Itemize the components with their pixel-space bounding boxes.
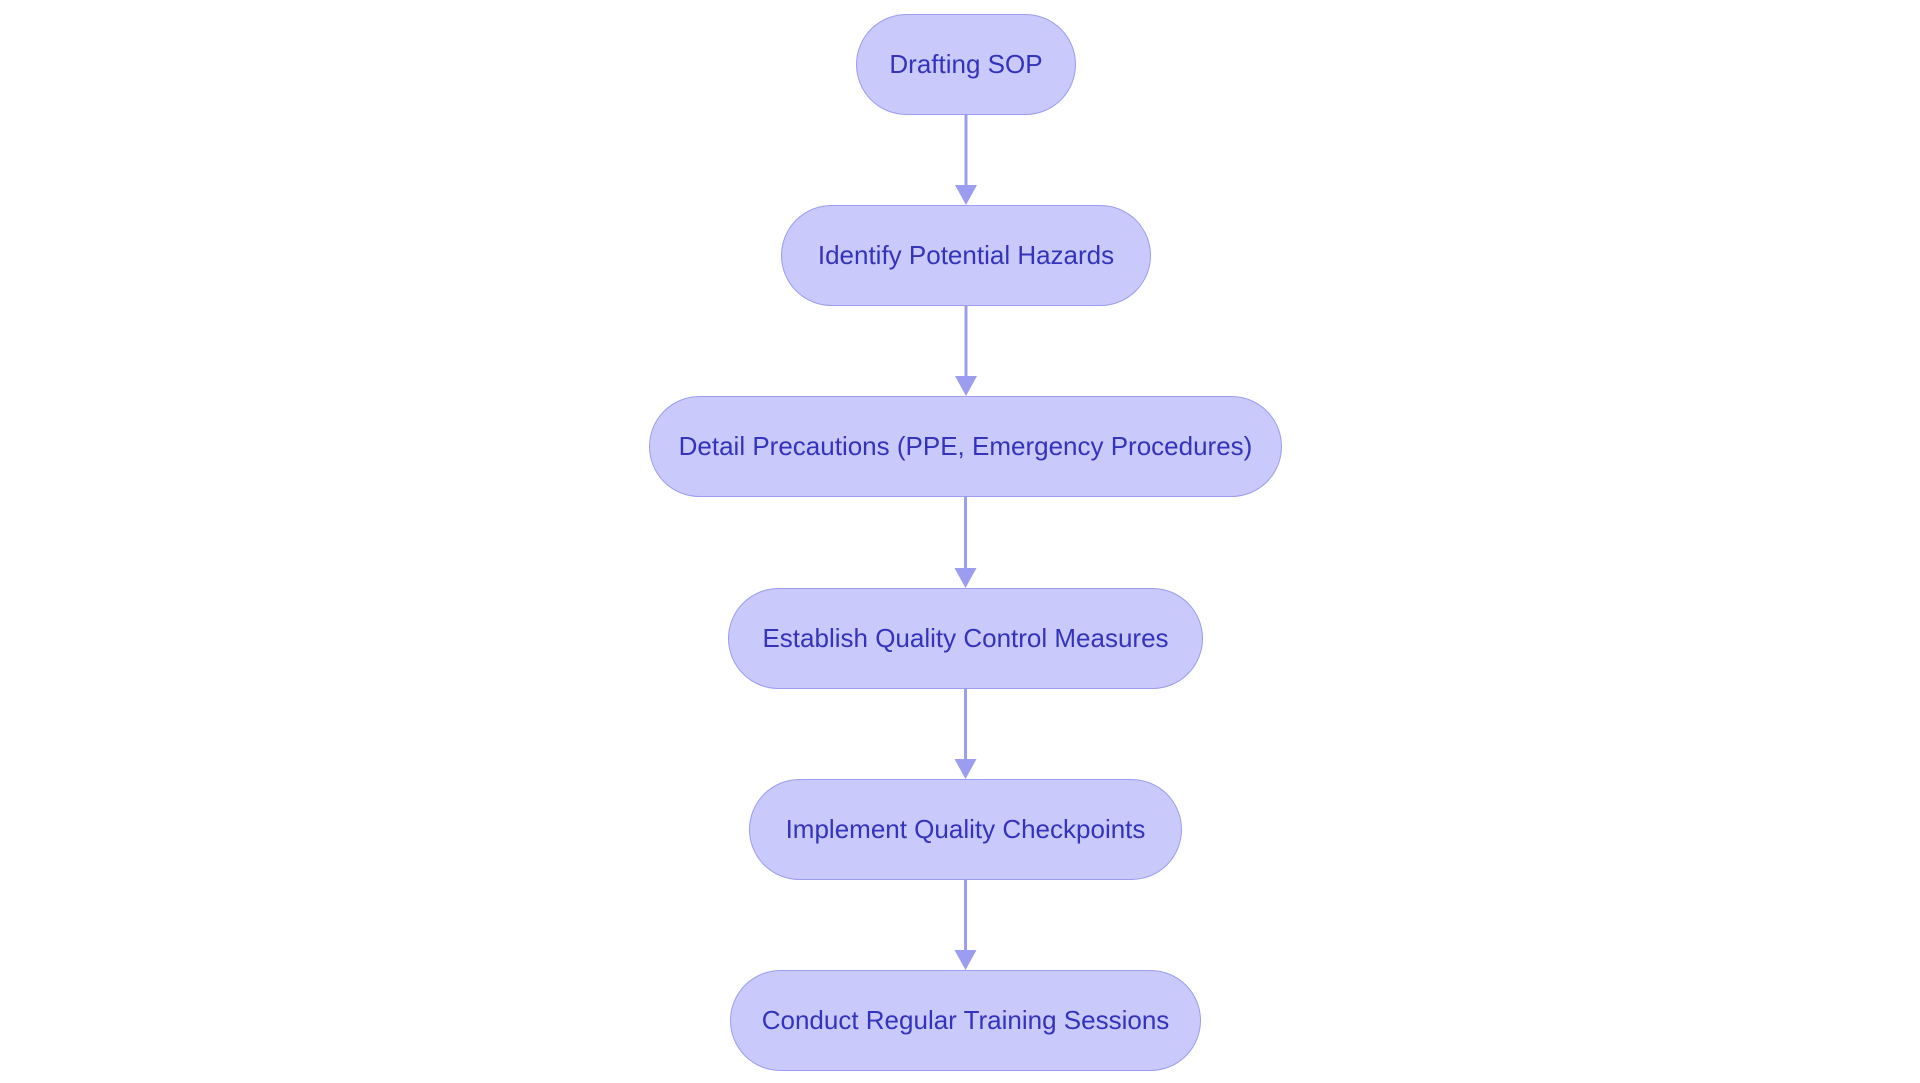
node-drafting-sop: Drafting SOP: [856, 14, 1076, 115]
connector-arrowhead-3: [954, 568, 977, 588]
node-conduct-regular-training-sessions: Conduct Regular Training Sessions: [730, 970, 1201, 1071]
node-implement-quality-checkpoints: Implement Quality Checkpoints: [749, 779, 1182, 880]
connector-arrowhead-1: [955, 185, 977, 205]
connector-arrowhead-4: [954, 759, 977, 779]
node-detail-precautions: Detail Precautions (PPE, Emergency Proce…: [649, 396, 1282, 497]
connector-arrowhead-2: [955, 376, 977, 396]
node-identify-potential-hazards: Identify Potential Hazards: [781, 205, 1151, 306]
node-establish-quality-control-measures: Establish Quality Control Measures: [728, 588, 1203, 689]
connector-arrowhead-5: [954, 950, 977, 970]
